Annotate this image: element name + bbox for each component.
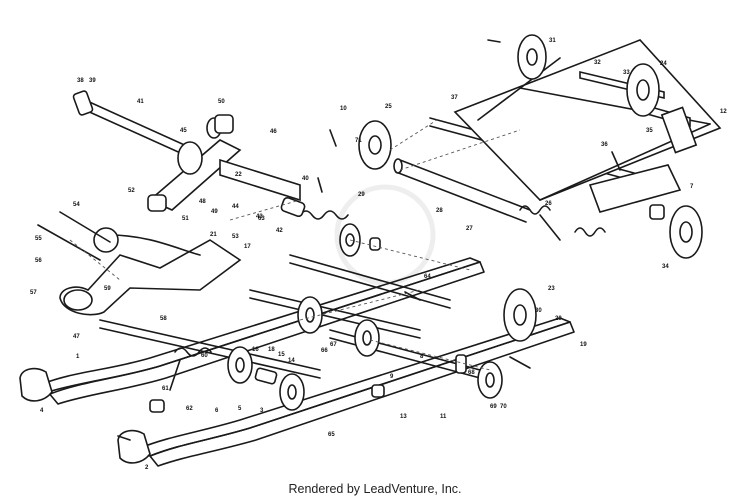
callout-63: 63 xyxy=(258,216,265,222)
idler-wheels xyxy=(227,34,703,411)
callout-61: 61 xyxy=(162,386,169,392)
callout-26: 26 xyxy=(545,201,552,207)
callout-28: 28 xyxy=(436,208,443,214)
left-slide-rail xyxy=(19,257,485,405)
callout-3: 3 xyxy=(260,408,264,414)
torsion-springs xyxy=(169,205,606,391)
callout-57: 57 xyxy=(30,290,37,296)
callout-17: 17 xyxy=(244,244,251,250)
callout-54: 54 xyxy=(73,202,80,208)
callout-14: 14 xyxy=(288,358,295,364)
callout-13: 13 xyxy=(400,414,407,420)
callout-15: 15 xyxy=(278,352,285,358)
wheel-right-middle xyxy=(503,288,537,342)
fasteners xyxy=(117,39,665,441)
callout-64: 64 xyxy=(424,274,431,280)
callout-1: 1 xyxy=(76,354,80,360)
callout-12: 12 xyxy=(720,109,727,115)
callout-34: 34 xyxy=(662,264,669,270)
callout-43: 43 xyxy=(256,214,263,220)
rendered-by-credit: Rendered by LeadVenture, Inc. xyxy=(288,482,462,496)
assembly-guide-lines xyxy=(69,117,521,371)
callout-39: 39 xyxy=(89,78,96,84)
callout-47: 47 xyxy=(73,334,80,340)
callout-56: 56 xyxy=(35,258,42,264)
callout-49: 49 xyxy=(211,209,218,215)
wheel-rear-upper xyxy=(626,63,660,117)
callout-36: 36 xyxy=(601,142,608,148)
callout-22: 22 xyxy=(235,172,242,178)
callout-69: 69 xyxy=(490,404,497,410)
callout-38: 38 xyxy=(77,78,84,84)
callout-2: 2 xyxy=(145,465,149,471)
callout-67: 67 xyxy=(330,342,337,348)
wheel-mid-3 xyxy=(354,319,380,357)
callout-68: 68 xyxy=(468,370,475,376)
callout-71: 71 xyxy=(355,138,362,144)
callout-20: 20 xyxy=(555,316,562,322)
callout-33: 33 xyxy=(623,70,630,76)
callout-65: 65 xyxy=(328,432,335,438)
callout-labels: 1 2 3 4 5 6 7 8 9 10 11 12 13 14 15 16 1… xyxy=(30,38,727,471)
callout-42: 42 xyxy=(276,228,283,234)
callout-16: 16 xyxy=(252,347,259,353)
callout-7: 7 xyxy=(690,184,694,190)
callout-25: 25 xyxy=(385,104,392,110)
watermark-logo xyxy=(334,184,436,286)
callout-37: 37 xyxy=(451,95,458,101)
rear-axle-assembly xyxy=(429,39,722,213)
callout-24: 24 xyxy=(660,61,667,67)
callout-8: 8 xyxy=(420,354,424,360)
callout-46: 46 xyxy=(270,129,277,135)
callout-9: 9 xyxy=(390,374,394,380)
callout-21: 21 xyxy=(210,232,217,238)
cross-shaft-tube xyxy=(393,158,531,223)
wheel-top-right xyxy=(517,34,547,80)
callout-55: 55 xyxy=(35,236,42,242)
wheel-mid-5 xyxy=(279,373,305,411)
callout-66: 66 xyxy=(321,348,328,354)
callout-5: 5 xyxy=(238,406,242,412)
callout-70: 70 xyxy=(500,404,507,410)
callout-51: 51 xyxy=(182,216,189,222)
rear-arm-assembly xyxy=(37,211,242,316)
callout-6: 6 xyxy=(215,408,219,414)
callout-58: 58 xyxy=(160,316,167,322)
callout-30: 30 xyxy=(535,308,542,314)
callout-59: 59 xyxy=(104,286,111,292)
callout-40: 40 xyxy=(302,176,309,182)
callout-44: 44 xyxy=(232,204,239,210)
callout-32: 32 xyxy=(594,60,601,66)
front-arm-assembly xyxy=(72,90,301,212)
callout-23: 23 xyxy=(548,286,555,292)
wheel-rear-lower xyxy=(669,205,703,259)
callout-11: 11 xyxy=(440,414,447,420)
callout-52: 52 xyxy=(128,188,135,194)
callout-35: 35 xyxy=(646,128,653,134)
callout-27: 27 xyxy=(466,226,473,232)
callout-50: 50 xyxy=(218,99,225,105)
callout-48: 48 xyxy=(199,199,206,205)
callout-62: 62 xyxy=(186,406,193,412)
wheel-mid-4 xyxy=(227,346,253,384)
callout-4: 4 xyxy=(40,408,44,414)
callout-60: 60 xyxy=(201,353,208,359)
callout-45: 45 xyxy=(180,128,187,134)
wheel-mid-2 xyxy=(297,296,323,334)
callout-29: 29 xyxy=(358,192,365,198)
callout-18: 18 xyxy=(268,347,275,353)
callout-19: 19 xyxy=(580,342,587,348)
callout-10: 10 xyxy=(340,106,347,112)
wheel-center-upper xyxy=(358,120,392,170)
callout-53: 53 xyxy=(232,234,239,240)
wheel-right-lower xyxy=(477,361,503,399)
callout-41: 41 xyxy=(137,99,144,105)
callout-31: 31 xyxy=(549,38,556,44)
